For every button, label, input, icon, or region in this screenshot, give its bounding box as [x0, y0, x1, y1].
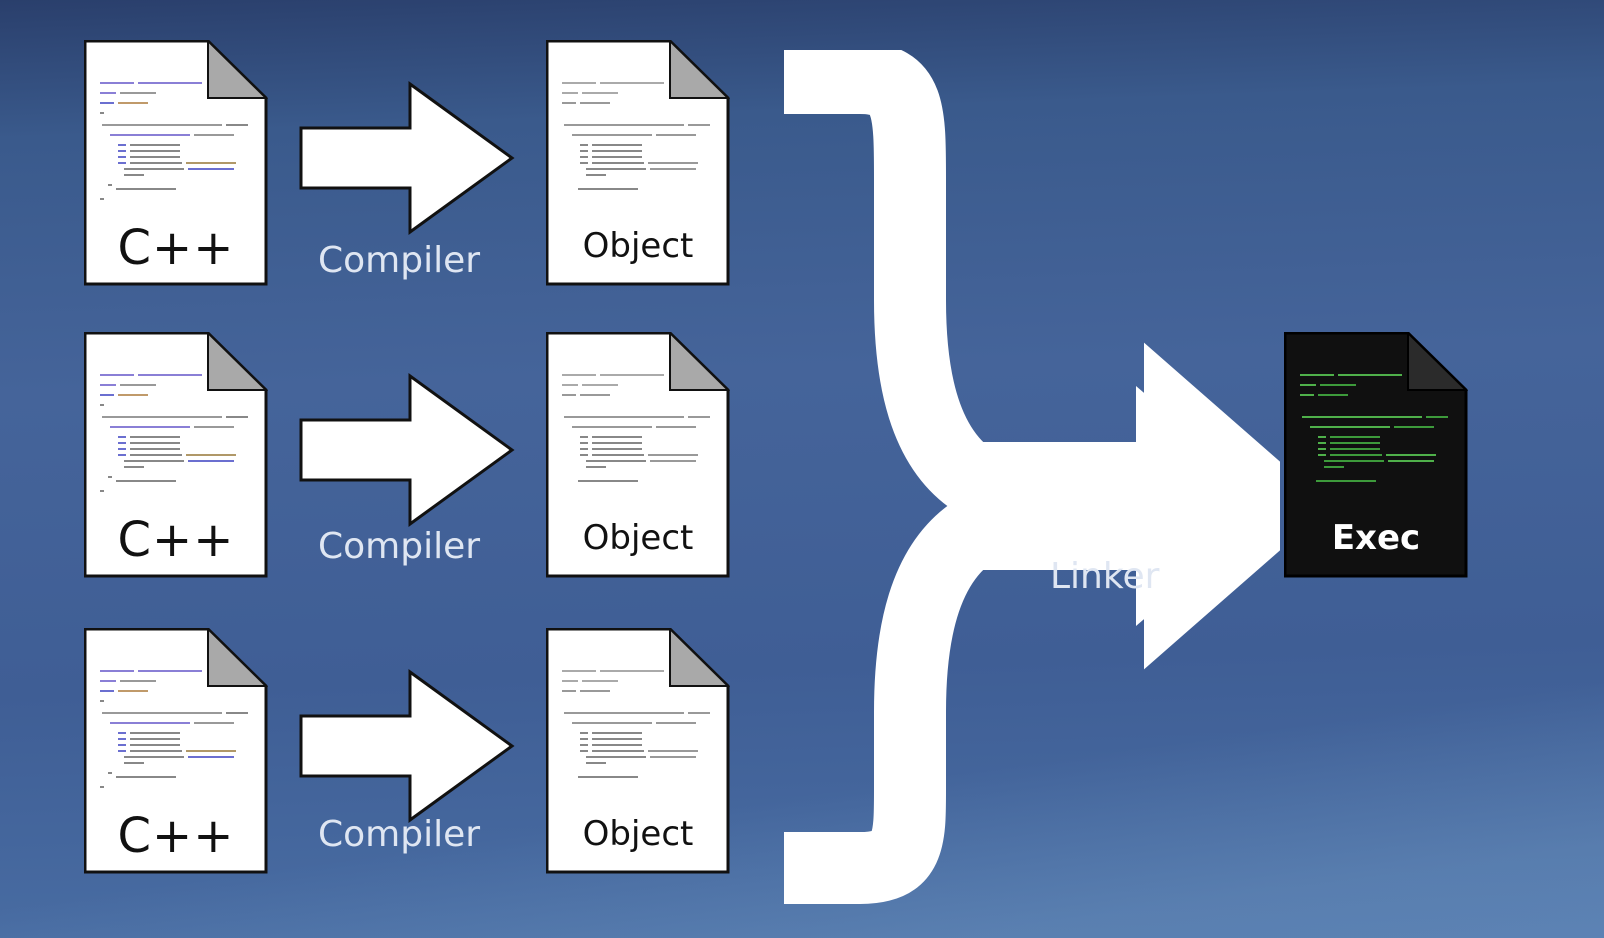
compiler-label-2: Compiler	[318, 526, 481, 567]
code-lines-icon	[100, 374, 248, 492]
compile-arrow-3	[299, 669, 515, 823]
executable-file: Exec	[1284, 332, 1468, 578]
linker-label: Linker	[1050, 556, 1160, 597]
compiler-label-3: Compiler	[318, 814, 481, 855]
cpp-source-file-2: C++	[84, 332, 268, 578]
cpp-source-file-3: C++	[84, 628, 268, 874]
linker-brace-arrow	[784, 50, 1280, 904]
compile-arrow-1	[299, 81, 515, 235]
object-file-3: Object	[546, 628, 730, 874]
code-lines-icon	[562, 670, 710, 778]
code-lines-icon	[100, 82, 248, 200]
cpp-source-file-1: C++	[84, 40, 268, 286]
compiler-label-1: Compiler	[318, 240, 481, 281]
compile-arrow-2	[299, 373, 515, 527]
cpp-label: C++	[117, 512, 235, 568]
cpp-label: C++	[117, 220, 235, 276]
cpp-label: C++	[117, 808, 235, 864]
object-label: Object	[582, 226, 694, 266]
object-file-2: Object	[546, 332, 730, 578]
code-lines-icon	[562, 374, 710, 482]
object-label: Object	[582, 518, 694, 558]
object-label: Object	[582, 814, 694, 854]
code-lines-icon	[100, 670, 248, 788]
code-lines-icon	[562, 82, 710, 190]
code-lines-icon	[1300, 374, 1448, 482]
exec-label: Exec	[1331, 518, 1421, 558]
object-file-1: Object	[546, 40, 730, 286]
